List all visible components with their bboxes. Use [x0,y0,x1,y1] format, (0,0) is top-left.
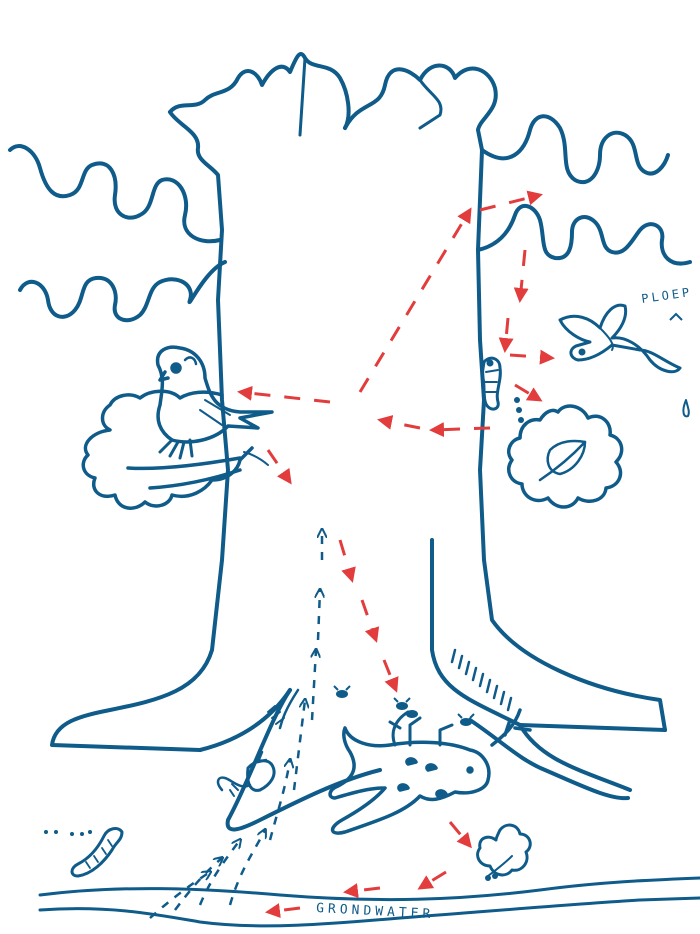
worm-dots [44,830,92,836]
dung-icon [514,397,524,423]
branch-right [478,116,690,263]
groundwater-label: GRONDWATER [316,901,435,922]
water-uptake-arrows [150,530,322,918]
fly-icon [334,686,474,725]
worm-icon [72,829,122,876]
bird-icon [560,305,689,416]
ground-leaf-icon [478,825,531,876]
sound-word: PLOEP [640,285,693,306]
deer-icon [330,710,530,833]
mouse-icon [218,752,274,796]
branch-left [10,146,225,320]
caterpillar-icon [482,358,500,409]
nutrient-cycle-arrow [240,195,552,912]
leaf-icon [509,406,622,507]
owl-icon [83,347,272,508]
